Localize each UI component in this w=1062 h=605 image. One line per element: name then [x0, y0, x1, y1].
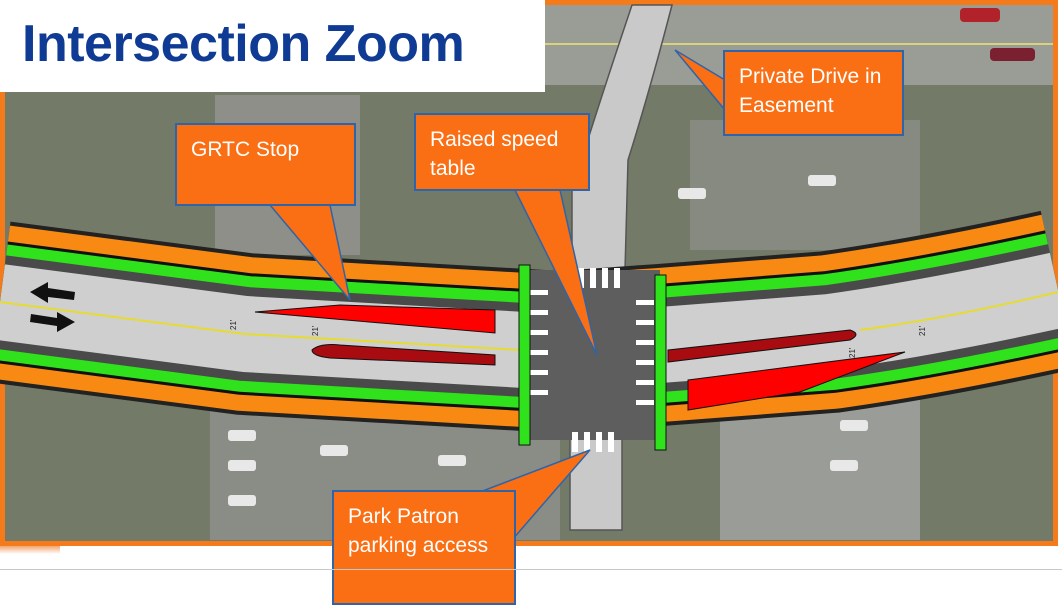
direction-arrow-icon	[30, 312, 75, 332]
car	[990, 48, 1035, 61]
bus-island	[254, 304, 496, 334]
crosswalk	[530, 268, 654, 452]
car	[960, 8, 1000, 22]
bike-crossing	[518, 264, 531, 446]
median	[311, 344, 496, 366]
bike-crossing	[654, 274, 667, 451]
parking-lot	[720, 400, 920, 540]
slide-shadow	[0, 546, 60, 554]
dimension-label: 21'	[918, 325, 927, 336]
callout-raised-speed-table: Raised speed table	[414, 113, 590, 191]
parking-lot	[690, 120, 920, 250]
callout-grtc-stop: GRTC Stop	[175, 123, 356, 206]
direction-arrow-icon	[30, 282, 75, 303]
median	[667, 329, 857, 363]
dimension-label: 21'	[848, 347, 857, 358]
slide-title: Intersection Zoom	[22, 15, 465, 73]
callout-private-drive: Private Drive in Easement	[723, 50, 904, 136]
main-road	[0, 210, 1058, 433]
dimension-label: 21'	[311, 325, 320, 336]
divider	[0, 569, 1062, 570]
title-box: Intersection Zoom	[0, 0, 545, 92]
bus-island	[687, 351, 906, 411]
dimension-label: 21'	[229, 319, 238, 330]
callout-park-patron-access: Park Patron parking access	[332, 490, 516, 605]
